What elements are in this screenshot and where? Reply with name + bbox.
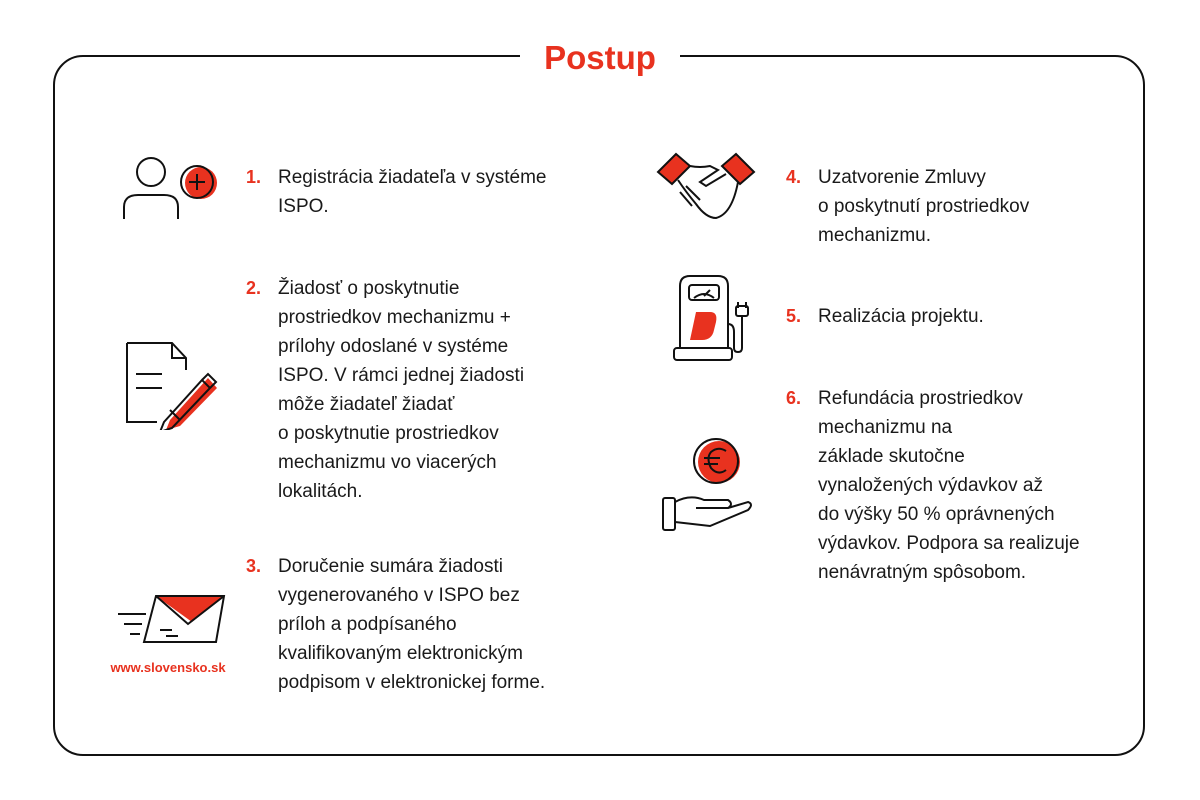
- step-3: 3. Doručenie sumára žiadosti vygenerovan…: [246, 552, 545, 697]
- step-text-line: podpisom v elektronickej forme.: [278, 672, 546, 693]
- envelope-send-icon: [118, 595, 226, 643]
- step-text-line: príloh a podpísaného: [278, 614, 457, 635]
- step-text-line: o poskytnutí prostriedkov: [818, 196, 1030, 217]
- step-5: 5. Realizácia projektu.: [786, 302, 984, 331]
- step-text-line: Refundácia prostriedkov: [818, 388, 1023, 409]
- step-text-line: mechanizmu vo viacerých: [278, 452, 497, 473]
- step-text-line: o poskytnutie prostriedkov: [278, 423, 499, 444]
- step-1: 1. Registrácia žiadateľa v systéme ISPO.: [246, 163, 547, 221]
- step-text-line: môže žiadateľ žiadať: [278, 394, 455, 415]
- step-text-line: Doručenie sumára žiadosti: [278, 556, 503, 577]
- slovensko-link[interactable]: www.slovensko.sk: [110, 660, 226, 675]
- step-text-line: ISPO. V rámci jednej žiadosti: [278, 365, 525, 386]
- step-number: 2.: [246, 278, 262, 298]
- step-text-line: Realizácia projektu.: [818, 306, 984, 327]
- step-text-line: vygenerovaného v ISPO bez: [278, 585, 520, 606]
- user-add-icon: [123, 157, 217, 219]
- step-text-line: mechanizmu.: [818, 225, 931, 246]
- step-text-line: Registrácia žiadateľa v systéme: [278, 167, 547, 188]
- step-text-line: základe skutočne: [818, 446, 965, 467]
- step-4: 4. Uzatvorenie Zmluvy o poskytnutí prost…: [786, 163, 1029, 250]
- step-text-line: nenávratným spôsobom.: [818, 562, 1027, 583]
- document-pen-icon: [126, 342, 218, 430]
- step-text-line: ISPO.: [278, 196, 329, 217]
- step-number: 6.: [786, 388, 802, 408]
- step-text-line: vynaložených výdavkov až: [818, 475, 1043, 496]
- step-text-line: výdavkov. Podpora sa realizuje: [818, 533, 1080, 554]
- step-text-line: prílohy odoslané v systéme: [278, 336, 509, 357]
- step-text-line: do výšky 50 % oprávnených: [818, 504, 1055, 525]
- step-number: 5.: [786, 306, 802, 326]
- step-number: 4.: [786, 167, 802, 187]
- step-2: 2. Žiadosť o poskytnutie prostriedkov me…: [246, 274, 524, 506]
- charging-station-icon: [673, 275, 749, 361]
- step-text-line: lokalitách.: [278, 481, 363, 502]
- step-text-line: Uzatvorenie Zmluvy: [818, 167, 986, 188]
- step-6: 6. Refundácia prostriedkov mechanizmu na…: [786, 384, 1080, 587]
- step-number: 3.: [246, 556, 262, 576]
- euro-hand-icon: [662, 438, 752, 531]
- handshake-icon: [656, 152, 756, 220]
- step-text-line: mechanizmu na: [818, 417, 953, 438]
- page-title: Postup: [520, 34, 680, 82]
- step-text-line: kvalifikovaným elektronickým: [278, 643, 523, 664]
- step-text-line: Žiadosť o poskytnutie: [278, 278, 460, 299]
- step-text-line: prostriedkov mechanizmu +: [278, 307, 511, 328]
- step-number: 1.: [246, 167, 262, 187]
